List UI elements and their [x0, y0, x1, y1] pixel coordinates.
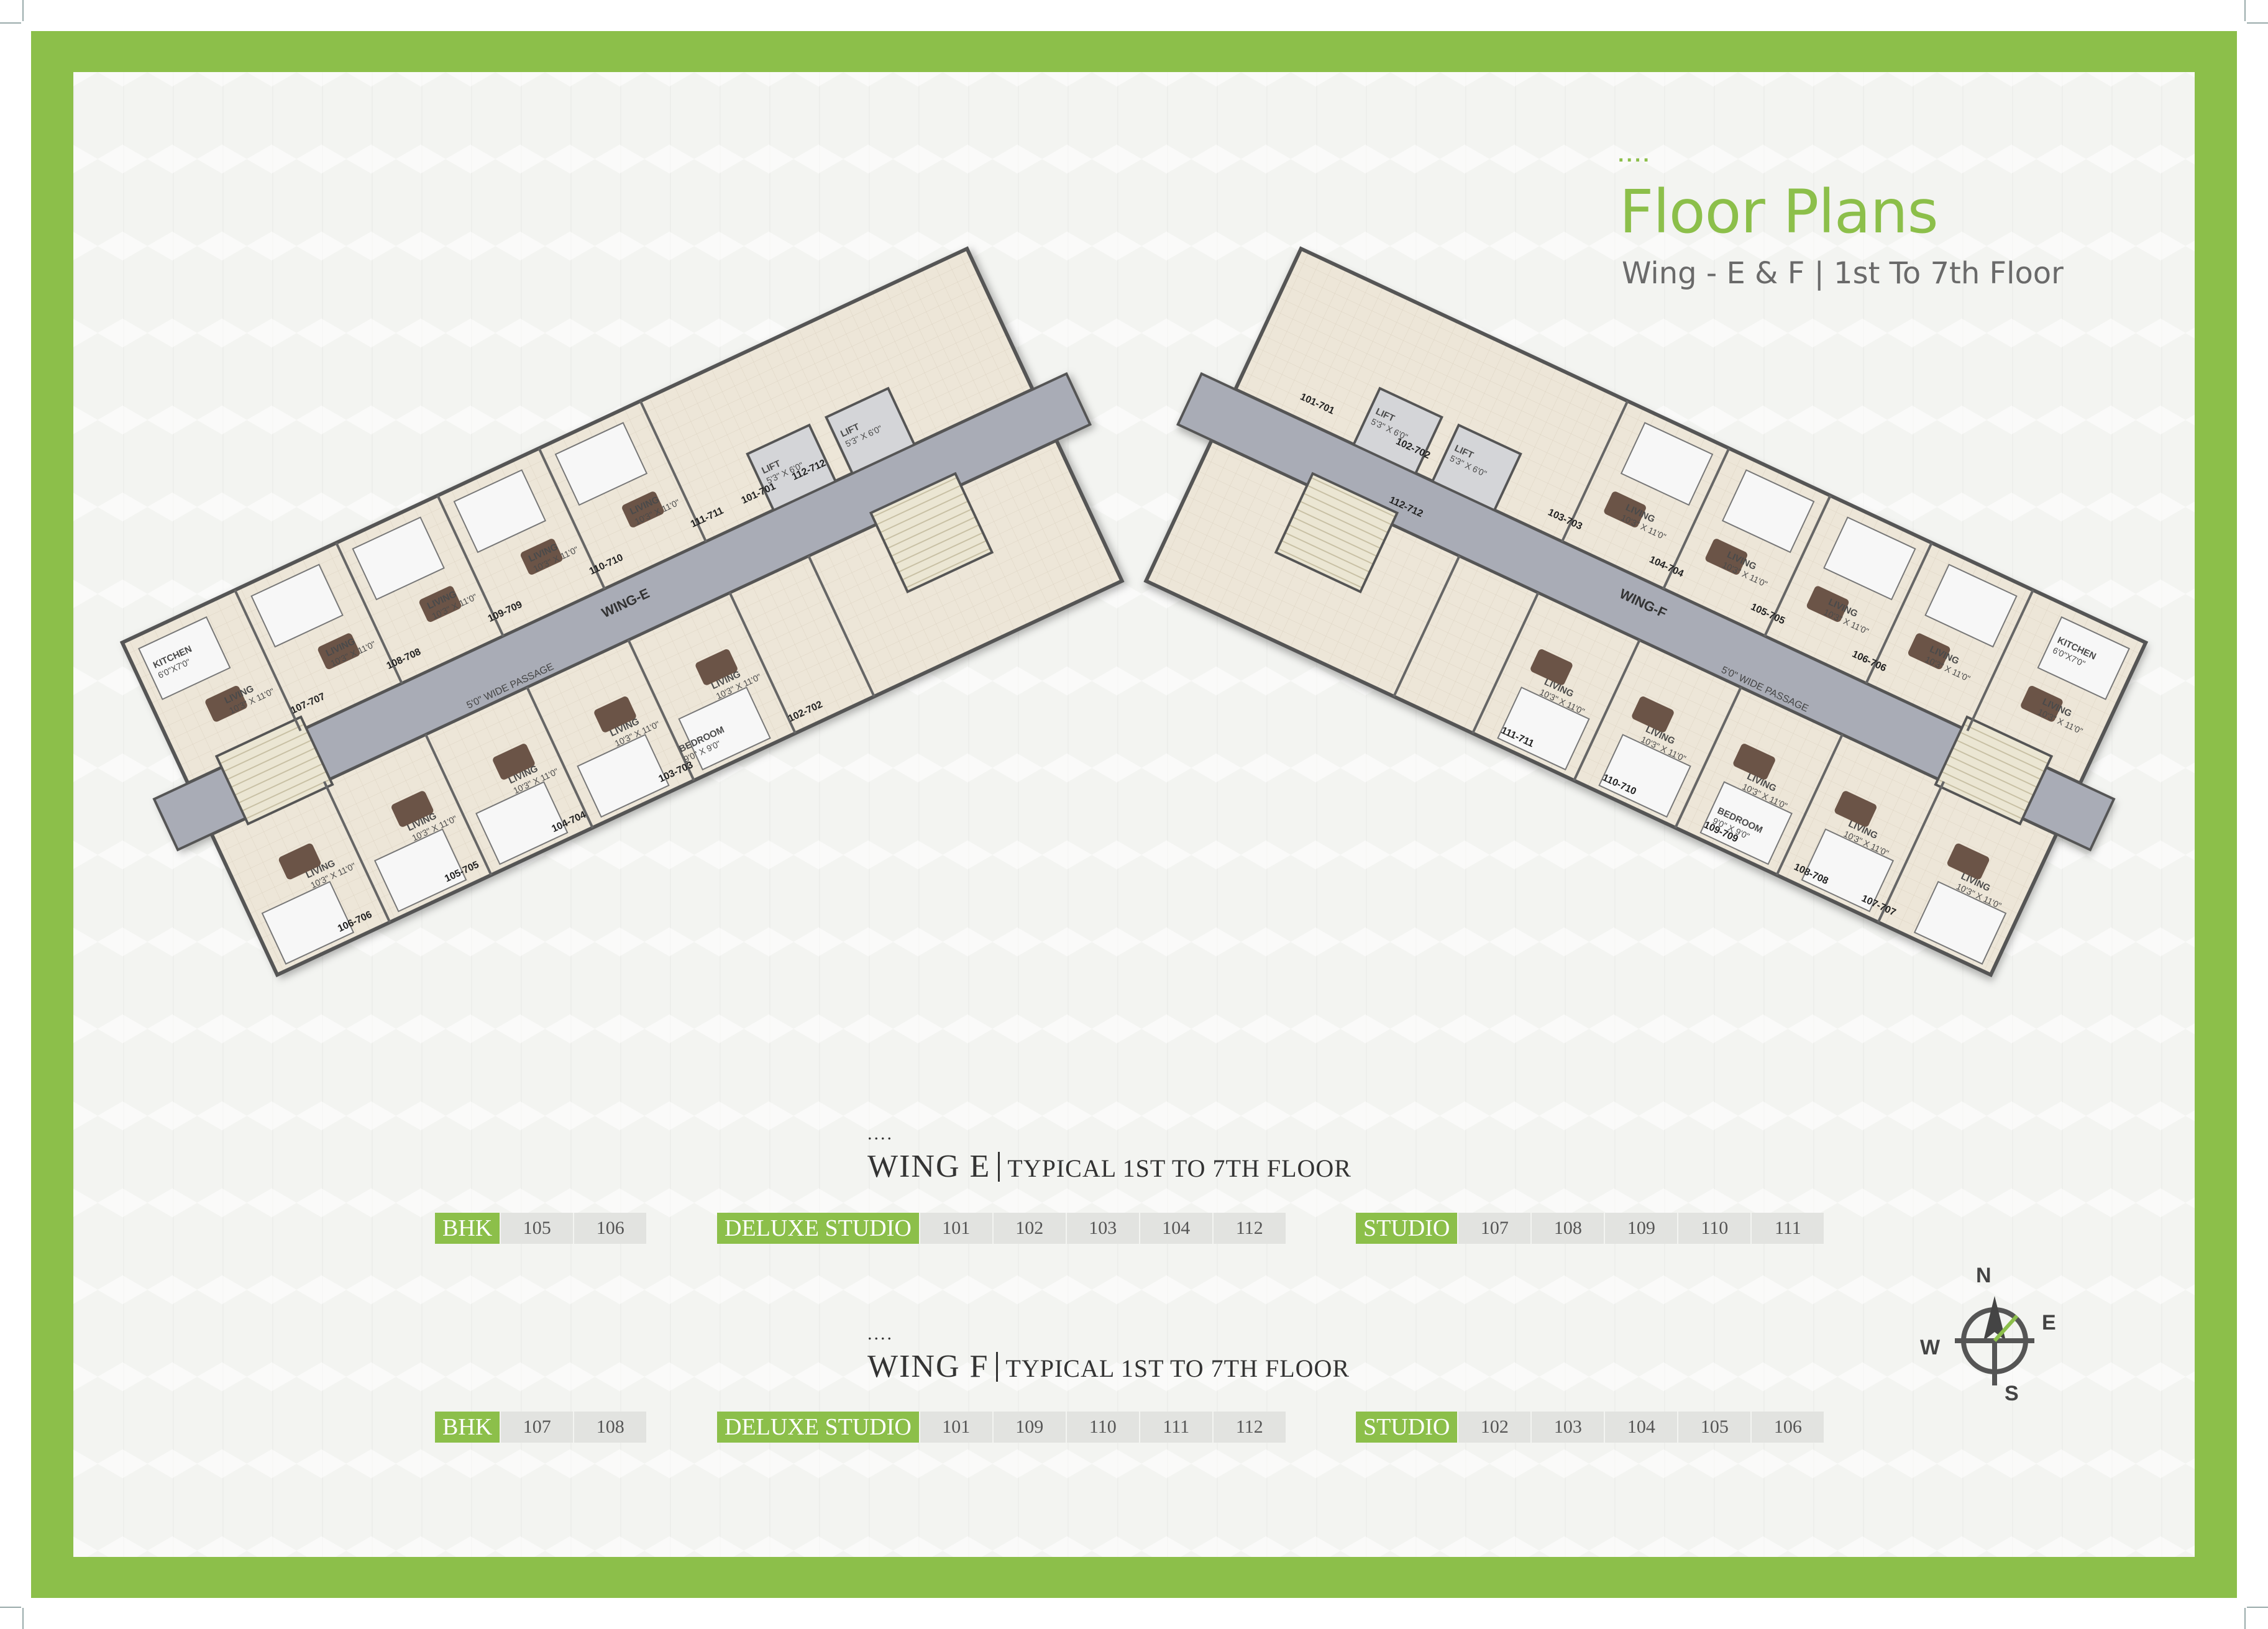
title-dots: .... [1618, 143, 1652, 167]
wing-e-group-studio: STUDIO 107 108 109 110 111 [1356, 1213, 1824, 1244]
unit-cell: 112 [1212, 1412, 1286, 1443]
page-subtitle: Wing - E & F | 1st To 7th Floor [1622, 256, 2064, 291]
crop-mark [22, 1608, 24, 1629]
unit-cell: 101 [918, 1412, 992, 1443]
wing-e-name: WING E [867, 1149, 991, 1184]
unit-cell: 108 [1530, 1213, 1604, 1244]
unit-cell: 108 [573, 1412, 647, 1443]
crop-mark [0, 1607, 21, 1608]
group-tag: STUDIO [1356, 1213, 1458, 1244]
unit-cell: 110 [1677, 1213, 1751, 1244]
unit-cell: 103 [1530, 1412, 1604, 1443]
crop-mark [2244, 0, 2246, 21]
wing-f-floors: TYPICAL 1ST TO 7TH FLOOR [1005, 1354, 1350, 1382]
unit-cell: 106 [573, 1213, 647, 1244]
crop-mark [2247, 1607, 2268, 1608]
unit-cell: 102 [992, 1213, 1066, 1244]
unit-cell: 105 [1677, 1412, 1751, 1443]
wing-f-title: .... WING F TYPICAL 1ST TO 7TH FLOOR [867, 1323, 1350, 1385]
group-tag: BHK [435, 1213, 500, 1244]
compass-s: S [2005, 1382, 2019, 1405]
unit-cell: 107 [1457, 1213, 1531, 1244]
title-separator [996, 1352, 999, 1382]
unit-cell: 104 [1604, 1412, 1678, 1443]
unit-cell: 111 [1750, 1213, 1824, 1244]
wing-f-group-bhk: BHK 107 108 [435, 1412, 647, 1443]
unit-cell: 105 [500, 1213, 574, 1244]
unit-cell: 102 [1457, 1412, 1531, 1443]
title-separator [998, 1152, 1000, 1182]
unit-cell: 103 [1065, 1213, 1139, 1244]
unit-cell: 101 [918, 1213, 992, 1244]
page-title: Floor Plans [1619, 177, 1939, 247]
crop-mark [2244, 1608, 2246, 1629]
unit-cell: 107 [500, 1412, 574, 1443]
crop-mark [2247, 22, 2268, 24]
unit-cell: 111 [1138, 1412, 1212, 1443]
wing-e-group-deluxe: DELUXE STUDIO 101 102 103 104 112 [717, 1213, 1286, 1244]
wing-e-plan: WING-E 5'0" WIDE PASSAGE 101-701102-7021… [119, 246, 1125, 977]
wing-f-plan: WING-F 5'0" WIDE PASSAGE 101-701102-7021… [1143, 246, 2149, 977]
unit-cell: 109 [1604, 1213, 1678, 1244]
compass-w: W [1920, 1336, 1941, 1359]
crop-mark [0, 22, 21, 24]
compass-icon [1955, 1296, 2034, 1385]
unit-cell: 109 [992, 1412, 1066, 1443]
wing-e-dots: .... [867, 1123, 894, 1144]
wing-f-dots: .... [867, 1323, 894, 1344]
compass-n: N [1976, 1264, 1991, 1287]
unit-cell: 106 [1750, 1412, 1824, 1443]
wing-f-name: WING F [867, 1349, 989, 1384]
group-tag: DELUXE STUDIO [717, 1213, 919, 1244]
compass: N E W S [1895, 1264, 2082, 1417]
group-tag: DELUXE STUDIO [717, 1412, 919, 1443]
wing-f-group-studio: STUDIO 102 103 104 105 106 [1356, 1412, 1824, 1443]
group-tag: STUDIO [1356, 1412, 1458, 1443]
wing-e-group-bhk: BHK 105 106 [435, 1213, 647, 1244]
unit-cell: 112 [1212, 1213, 1286, 1244]
unit-cell: 104 [1138, 1213, 1212, 1244]
wing-e-title: .... WING E TYPICAL 1ST TO 7TH FLOOR [867, 1123, 1351, 1185]
crop-mark [22, 0, 24, 21]
compass-e: E [2042, 1311, 2056, 1335]
unit-cell: 110 [1065, 1412, 1139, 1443]
group-tag: BHK [435, 1412, 500, 1443]
wing-e-floors: TYPICAL 1ST TO 7TH FLOOR [1007, 1154, 1351, 1182]
wing-f-group-deluxe: DELUXE STUDIO 101 109 110 111 112 [717, 1412, 1286, 1443]
